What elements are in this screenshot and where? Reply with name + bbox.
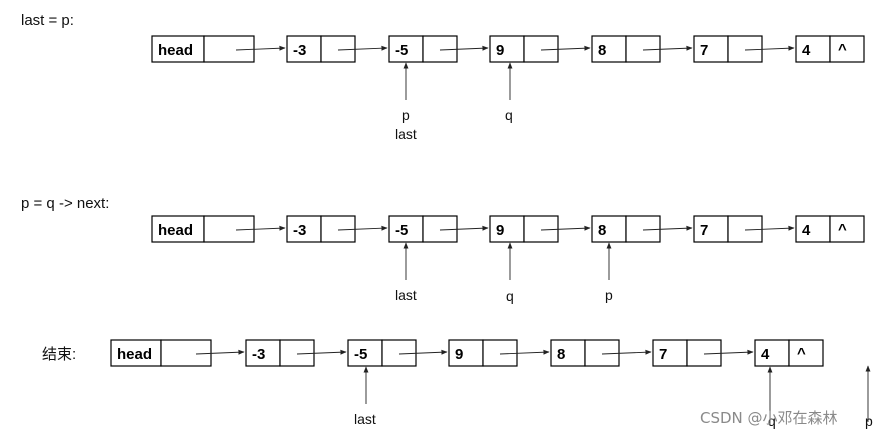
row-2-node-head: head bbox=[151, 215, 255, 243]
row-1-node-4: 8 bbox=[591, 35, 661, 63]
row-1-node-6: 4 ^ bbox=[795, 35, 865, 63]
row-1-node-head: head bbox=[151, 35, 255, 63]
row-2-link-5 bbox=[642, 225, 693, 231]
row-1-node-1: -3 bbox=[286, 35, 356, 63]
row-2-node-6: 4 ^ bbox=[795, 215, 865, 243]
row-3-node-5-value: 7 bbox=[659, 346, 667, 363]
row-3-link-3 bbox=[398, 349, 448, 355]
row-3-link-1 bbox=[195, 349, 245, 355]
row-1-node-3: 9 bbox=[489, 35, 559, 63]
row-3-node-4-value: 8 bbox=[557, 346, 565, 363]
row-2-link-1 bbox=[235, 225, 286, 231]
row-3-node-head: head bbox=[110, 339, 212, 367]
row-1-link-2 bbox=[337, 45, 388, 51]
row-1-node-3-value: 9 bbox=[496, 42, 504, 59]
row-3-node-head-value: head bbox=[117, 346, 152, 363]
row-2: p = q -> next: head -3 -5 9 8 bbox=[21, 195, 865, 304]
row-1-link-4 bbox=[540, 45, 591, 51]
row-2-node-2-value: -5 bbox=[395, 222, 408, 239]
row-2-link-2 bbox=[337, 225, 388, 231]
row-1-node-head-value: head bbox=[158, 42, 193, 59]
row-3-node-4: 8 bbox=[550, 339, 620, 367]
row-1-pointer-p: p bbox=[402, 107, 410, 123]
row-2-pointer-last: last bbox=[395, 287, 417, 303]
row-3-node-1-value: -3 bbox=[252, 346, 265, 363]
row-3-pointer-last: last bbox=[354, 411, 376, 427]
row-1-link-3 bbox=[439, 45, 489, 51]
row-3-node-6-value: 4 bbox=[761, 346, 770, 363]
row-1-node-2-value: -5 bbox=[395, 42, 408, 59]
row-1-pointer-q: q bbox=[505, 107, 513, 123]
row-2-node-6-value: 4 bbox=[802, 222, 811, 239]
row-3-node-1: -3 bbox=[245, 339, 315, 367]
row-3-link-5 bbox=[601, 349, 652, 355]
row-1-node-1-value: -3 bbox=[293, 42, 306, 59]
row-1-link-1 bbox=[235, 45, 286, 51]
row-3-pointer-p: p bbox=[865, 413, 873, 429]
row-1-node-5-value: 7 bbox=[700, 42, 708, 59]
row-2-pointer-p: p bbox=[605, 287, 613, 303]
row-1: last = p: head -3 -5 9 8 bbox=[21, 12, 865, 142]
watermark: CSDN @小邓在森林 bbox=[700, 409, 838, 427]
row-1-caption: last = p: bbox=[21, 12, 74, 29]
row-1-pointer-last: last bbox=[395, 126, 417, 142]
row-1-null-marker: ^ bbox=[838, 41, 847, 58]
row-3-link-6 bbox=[703, 349, 754, 355]
row-3-node-5: 7 bbox=[652, 339, 722, 367]
row-2-link-4 bbox=[540, 225, 591, 231]
row-3-link-2 bbox=[296, 349, 347, 355]
row-3: 结束: head -3 -5 9 8 7 bbox=[42, 339, 873, 429]
row-3-pointer-q: q bbox=[768, 413, 776, 429]
row-3-link-4 bbox=[499, 349, 550, 355]
row-2-caption: p = q -> next: bbox=[21, 195, 109, 212]
row-1-node-4-value: 8 bbox=[598, 42, 606, 59]
row-1-node-2: -5 bbox=[388, 35, 458, 63]
row-2-node-4-value: 8 bbox=[598, 222, 606, 239]
row-3-node-6: 4 ^ bbox=[754, 339, 824, 367]
row-2-node-1: -3 bbox=[286, 215, 356, 243]
row-3-null-marker: ^ bbox=[797, 345, 806, 362]
row-3-node-3: 9 bbox=[448, 339, 518, 367]
row-1-link-5 bbox=[642, 45, 693, 51]
row-2-node-1-value: -3 bbox=[293, 222, 306, 239]
row-2-node-5: 7 bbox=[693, 215, 763, 243]
row-2-link-3 bbox=[439, 225, 489, 231]
row-2-link-6 bbox=[744, 225, 795, 231]
row-1-link-6 bbox=[744, 45, 795, 51]
row-1-node-6-value: 4 bbox=[802, 42, 811, 59]
row-2-node-3: 9 bbox=[489, 215, 559, 243]
row-2-node-5-value: 7 bbox=[700, 222, 708, 239]
row-3-node-3-value: 9 bbox=[455, 346, 463, 363]
row-2-node-2: -5 bbox=[388, 215, 458, 243]
row-2-pointer-q: q bbox=[506, 288, 514, 304]
row-1-node-5: 7 bbox=[693, 35, 763, 63]
row-3-caption: 结束: bbox=[42, 346, 76, 363]
row-2-node-4: 8 bbox=[591, 215, 661, 243]
row-2-null-marker: ^ bbox=[838, 221, 847, 238]
row-3-node-2-value: -5 bbox=[354, 346, 367, 363]
row-2-node-3-value: 9 bbox=[496, 222, 504, 239]
row-2-node-head-value: head bbox=[158, 222, 193, 239]
row-3-node-2: -5 bbox=[347, 339, 417, 367]
